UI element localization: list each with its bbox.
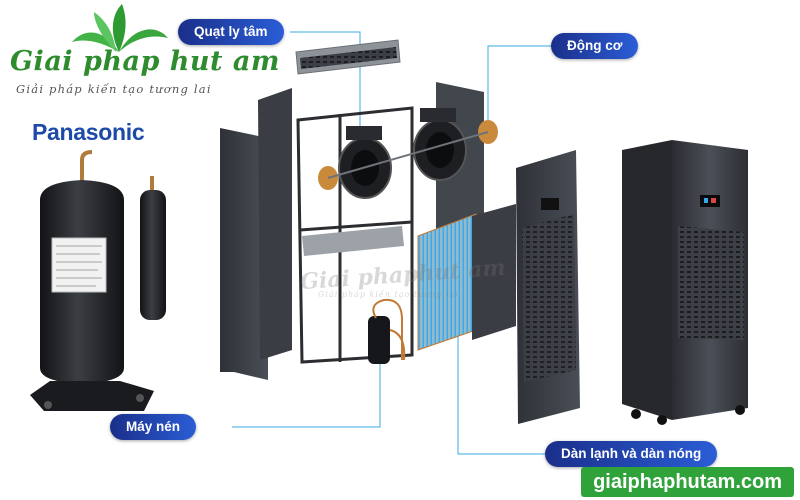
label-motor: Động cơ [551, 33, 639, 59]
mini-compressor [368, 298, 406, 364]
label-centrifugal-fan: Quạt ly tâm [178, 19, 284, 45]
brand-slogan: Giải pháp kiến tạo tương lai [16, 82, 212, 96]
compressor-brand: Panasonic [32, 119, 145, 145]
coil-illustration [417, 204, 516, 351]
compressor-illustration [30, 150, 166, 411]
label-evaporator-condenser: Dàn lạnh và dàn nóng [545, 441, 718, 467]
brand-name: Giai phap hut am [10, 46, 280, 77]
label-compressor: Máy nén [110, 414, 197, 440]
front-panel [516, 150, 580, 424]
leader-line-compressor [232, 350, 381, 428]
leader-line-motor [487, 45, 551, 126]
watermark-slogan: Giải pháp kiến tạo tương lai [318, 290, 459, 299]
website-badge[interactable]: giaiphaphutam.com [581, 467, 794, 497]
brand-logo: Giai phap hut am Giải pháp kiến tạo tươn… [4, 2, 279, 112]
dehumidifier-unit-illustration [622, 140, 748, 425]
leader-line-fan [290, 31, 361, 150]
exploded-unit-illustration [220, 39, 580, 424]
centrifugal-fans [318, 108, 498, 199]
leaf-logo-icon [72, 4, 168, 52]
